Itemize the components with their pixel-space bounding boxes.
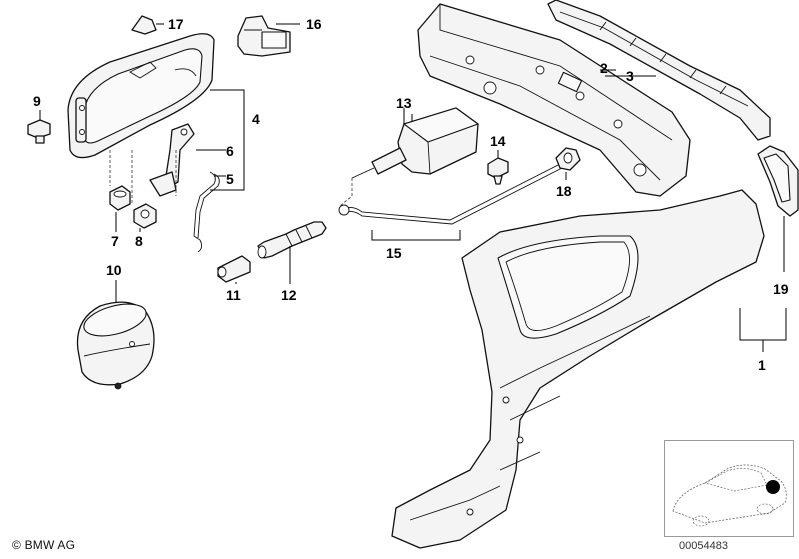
side-panel-part-1 — [391, 189, 787, 549]
cable-sleeve-part-11 — [217, 255, 251, 283]
hinge-assembly — [149, 89, 245, 253]
grommet-part-18 — [555, 147, 581, 171]
callout-5: 5 — [226, 171, 234, 187]
rear-panel-part-2 — [417, 3, 691, 197]
document-number: 00054483 — [679, 540, 728, 552]
callout-15: 15 — [386, 245, 402, 261]
bowden-cable-part-15 — [338, 163, 563, 241]
callout-9: 9 — [33, 93, 41, 109]
actuator-part-13 — [351, 107, 479, 179]
bracket-part-19 — [757, 145, 799, 272]
callout-2: 2 — [600, 60, 608, 76]
screw-part-14 — [487, 157, 509, 185]
callout-17: 17 — [168, 16, 184, 32]
callout-10: 10 — [106, 262, 122, 278]
fuel-filler-flap — [67, 33, 215, 159]
connector-part-16 — [237, 15, 300, 57]
buffer-part-17 — [131, 15, 164, 35]
callout-14: 14 — [490, 133, 506, 149]
callout-7: 7 — [111, 233, 119, 249]
callout-11: 11 — [226, 287, 241, 303]
callout-18: 18 — [556, 183, 572, 199]
nut-part-8 — [131, 150, 157, 229]
location-marker-icon — [766, 480, 780, 494]
callout-3: 3 — [626, 68, 634, 84]
vehicle-locator-thumbnail — [664, 440, 794, 537]
cable-end-part-12 — [257, 221, 327, 259]
filler-housing-part-10 — [76, 301, 155, 390]
copyright-label: © BMW AG — [12, 538, 76, 552]
callout-4: 4 — [252, 111, 260, 127]
grommet-part-7 — [109, 150, 131, 211]
callout-12: 12 — [281, 287, 297, 303]
clip-part-9 — [27, 110, 51, 144]
leader-lines — [115, 75, 656, 302]
callout-19: 19 — [773, 281, 789, 297]
callout-16: 16 — [306, 16, 322, 32]
callout-13: 13 — [396, 95, 412, 111]
callout-6: 6 — [226, 143, 234, 159]
callout-8: 8 — [135, 233, 143, 249]
callout-1: 1 — [758, 357, 766, 373]
